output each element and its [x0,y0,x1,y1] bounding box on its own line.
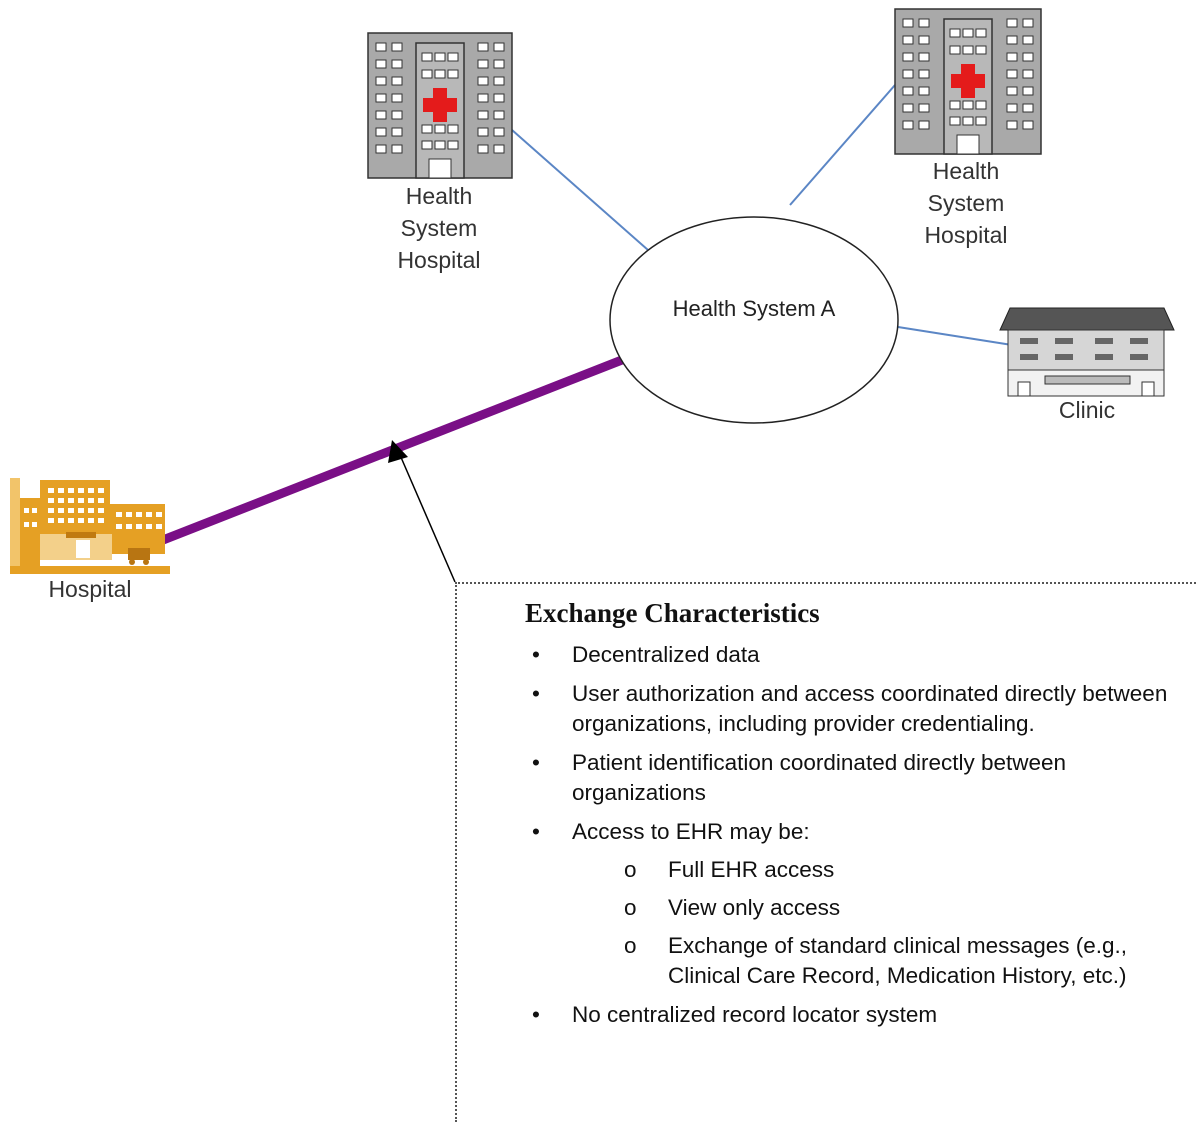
list-item: o View only access [572,893,1180,923]
health-system-hospital-icon-left [367,32,513,179]
characteristic-no-record-locator: No centralized record locator system [572,1002,938,1027]
characteristic-patient-identification: Patient identification coordinated direc… [572,750,1067,805]
characteristic-ehr-access: Access to EHR may be: [572,819,810,844]
label-health-system-hospital-right: Health System Hospital [924,158,1008,248]
characteristic-user-authorization: User authorization and access coordinate… [572,681,1168,736]
sub-bullet-marker: o [624,933,637,958]
arrow-head [388,440,408,463]
access-full-ehr: Full EHR access [668,857,835,882]
bullet-marker: • [532,642,540,667]
bullet-marker: • [532,1002,540,1027]
label-hospital: Hospital [48,576,132,602]
sub-bullet-marker: o [624,857,637,882]
health-system-a-node [609,216,899,424]
bullet-marker: • [532,750,540,775]
characteristic-decentralized-data: Decentralized data [572,642,760,667]
bullet-marker: • [532,819,540,844]
list-item: o Exchange of standard clinical messages… [572,931,1180,991]
health-system-hospital-icon-right [894,8,1042,155]
label-clinic: Clinic [1058,397,1116,423]
connector-clinic [897,326,1013,346]
connector-left-hospital [511,129,649,251]
label-health-system-a: Health System A [672,296,836,321]
list-item: • Access to EHR may be: o Full EHR acces… [520,817,1180,991]
characteristics-list: • Decentralized data • User authorizatio… [520,640,1180,1039]
external-hospital-icon [10,478,170,574]
exchange-characteristics-callout [455,582,1196,1122]
pointer-arrow [399,454,456,583]
list-item: • Decentralized data [520,640,1180,670]
access-view-only: View only access [668,895,841,920]
list-item: • No centralized record locator system [520,1000,1180,1030]
exchange-characteristics-title: Exchange Characteristics [525,598,820,628]
clinic-icon [999,307,1175,397]
bullet-marker: • [532,681,540,706]
list-item: • User authorization and access coordina… [520,679,1180,739]
ehr-access-sublist: o Full EHR access o View only access o E… [572,855,1180,991]
list-item: o Full EHR access [572,855,1180,885]
label-health-system-hospital-left: Health System Hospital [397,183,481,273]
list-item: • Patient identification coordinated dir… [520,748,1180,808]
access-clinical-messages: Exchange of standard clinical messages (… [668,933,1127,988]
connector-right-hospital [789,84,896,206]
sub-bullet-marker: o [624,895,637,920]
